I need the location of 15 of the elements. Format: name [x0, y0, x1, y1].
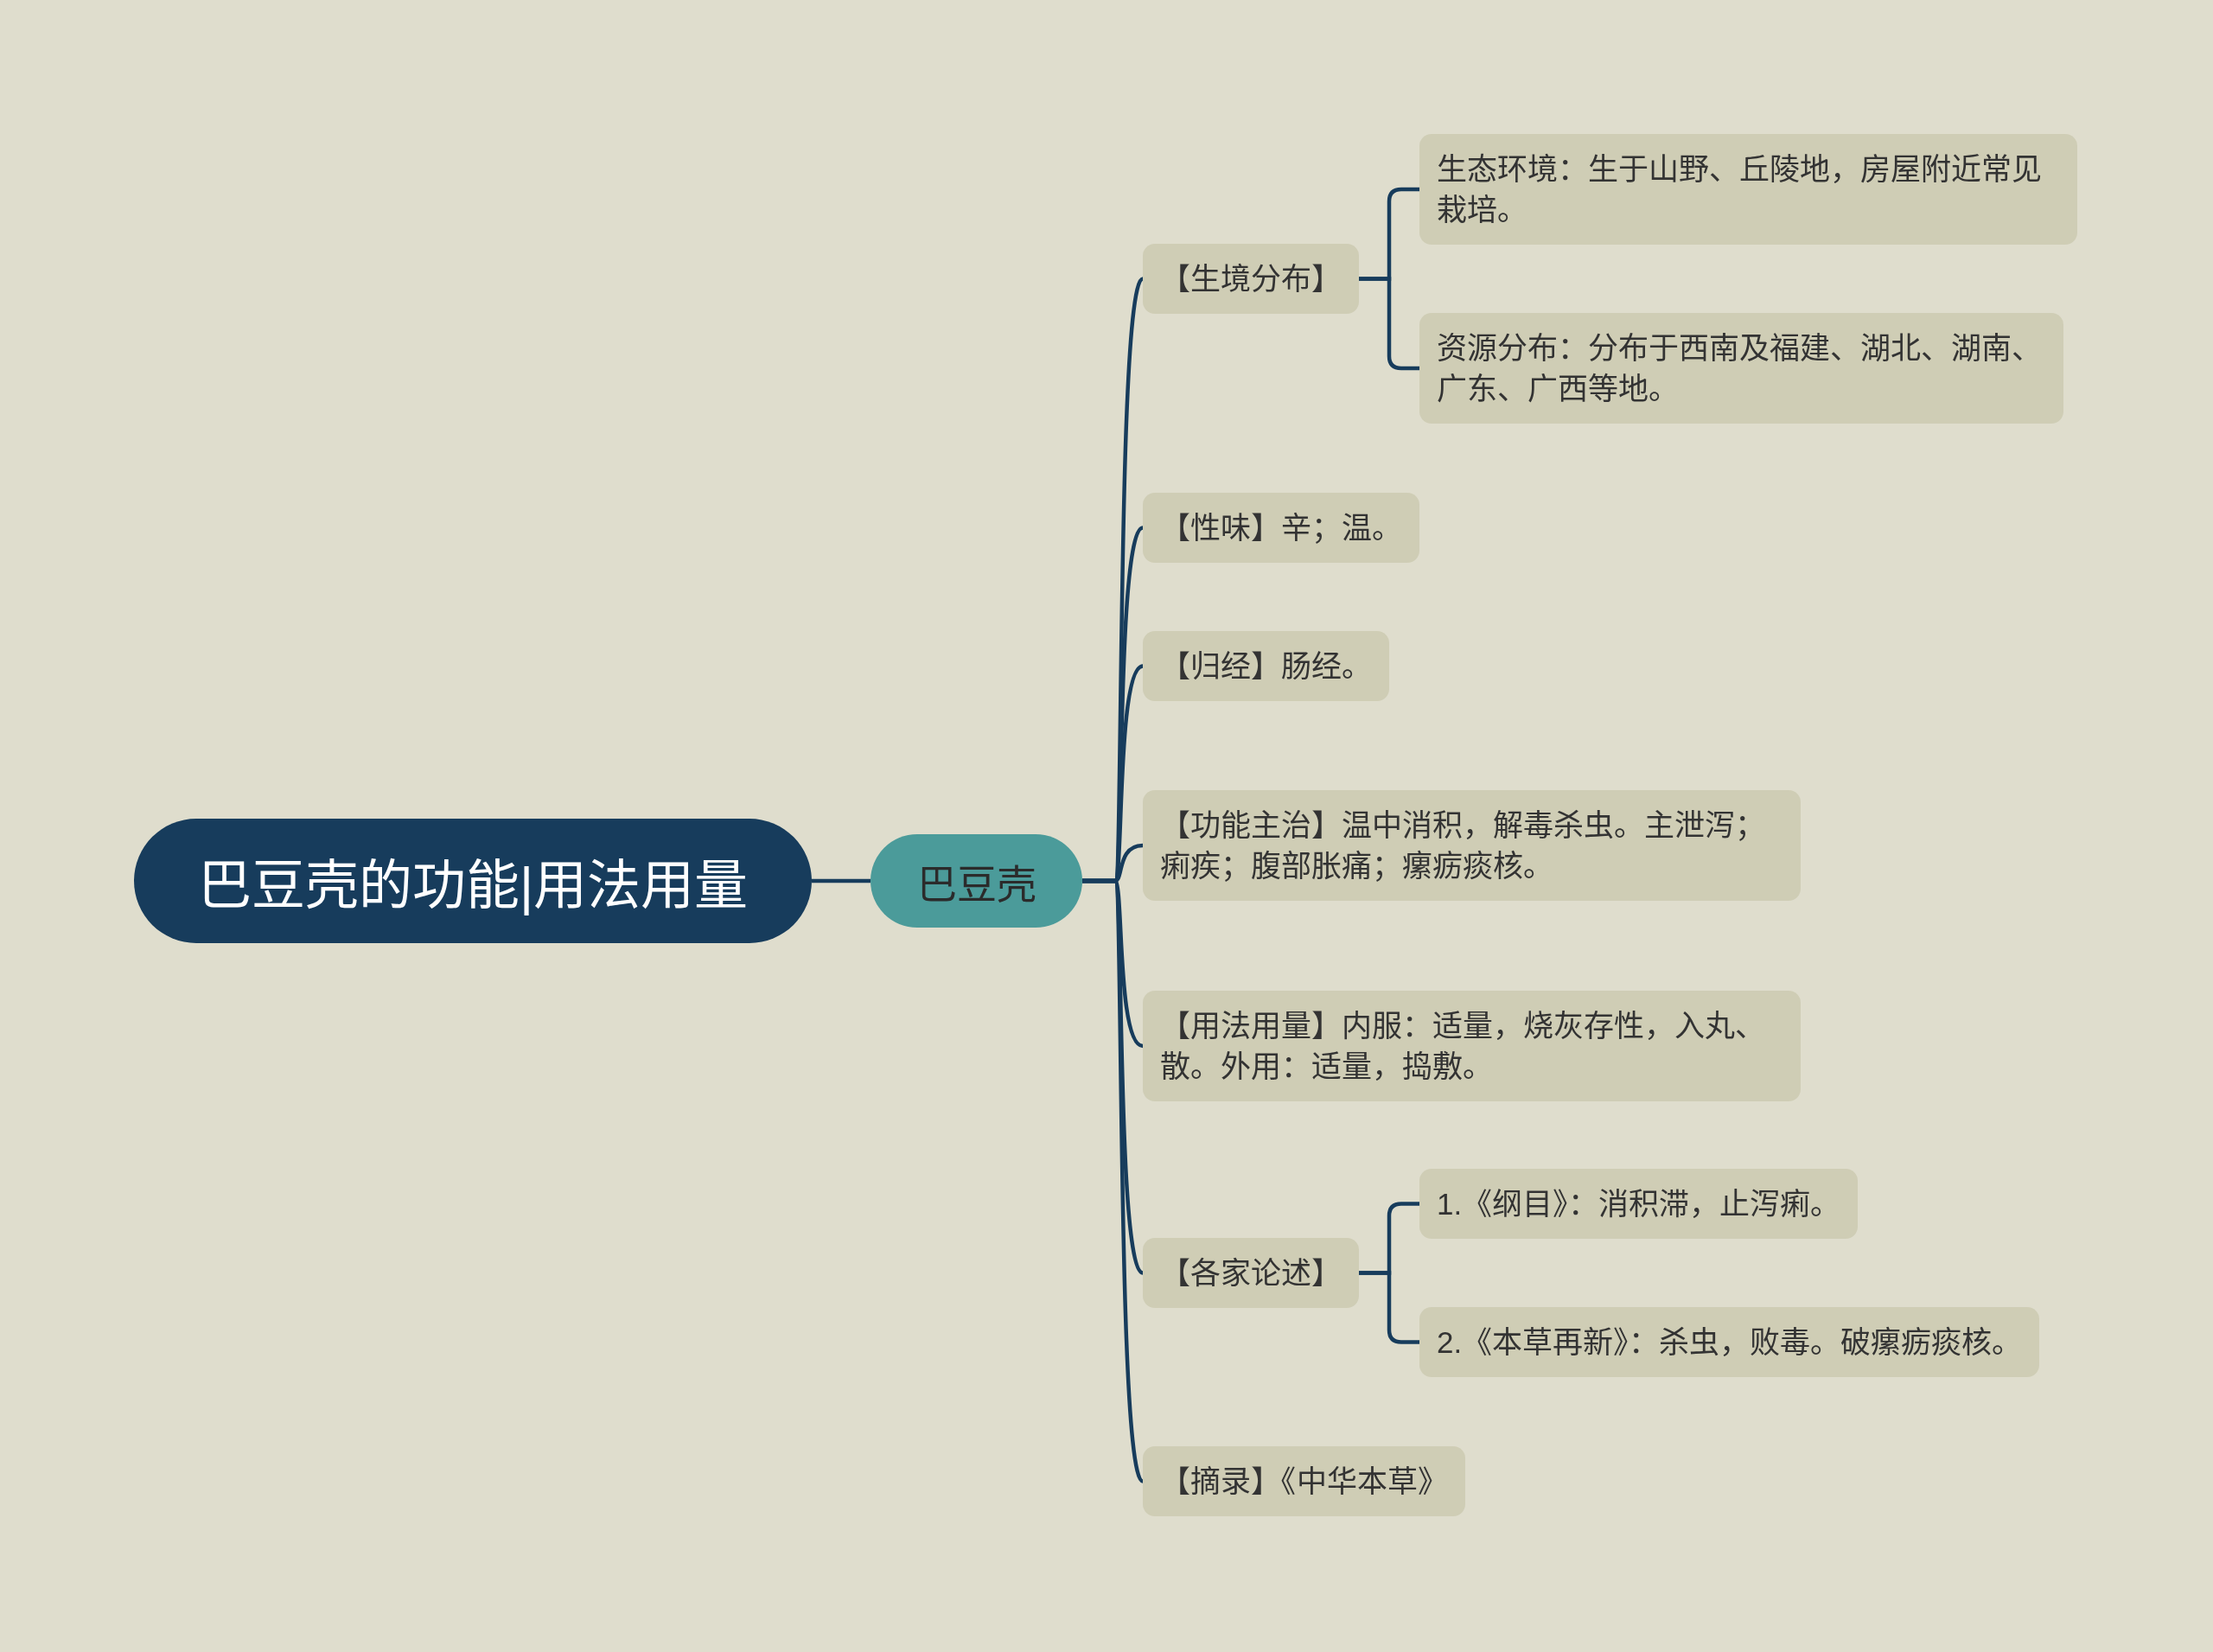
branch-box: 【摘录】《中华本草》: [1143, 1446, 1465, 1516]
branch-box: 【功能主治】温中消积，解毒杀虫。主泄泻；痢疾；腹部胀痛；瘰疬痰核。: [1143, 790, 1801, 901]
detail-box: 生态环境：生于山野、丘陵地，房屋附近常见栽培。: [1419, 134, 2077, 245]
central-topic-box: 巴豆壳的功能|用法用量: [134, 819, 812, 943]
branch-box: 【各家论述】: [1143, 1238, 1359, 1308]
detail-box: 2.《本草再新》：杀虫，败毒。破瘰疬痰核。: [1419, 1307, 2040, 1377]
detail-box: 资源分布：分布于西南及福建、湖北、湖南、广东、广西等地。: [1419, 313, 2063, 424]
main-topic-box: 巴豆壳: [871, 834, 1082, 928]
branch-box: 【用法用量】内服：适量，烧灰存性，入丸、散。外用：适量，捣敷。: [1143, 991, 1801, 1101]
connector-line: [1082, 878, 1145, 1483]
branch-box: 【性味】辛；温。: [1143, 493, 1419, 563]
branch-box: 【生境分布】: [1143, 244, 1359, 314]
connector-line: [812, 878, 871, 883]
detail-box: 1.《纲目》：消积滞，止泻痢。: [1419, 1169, 1859, 1239]
branch-box: 【归经】肠经。: [1143, 631, 1389, 701]
